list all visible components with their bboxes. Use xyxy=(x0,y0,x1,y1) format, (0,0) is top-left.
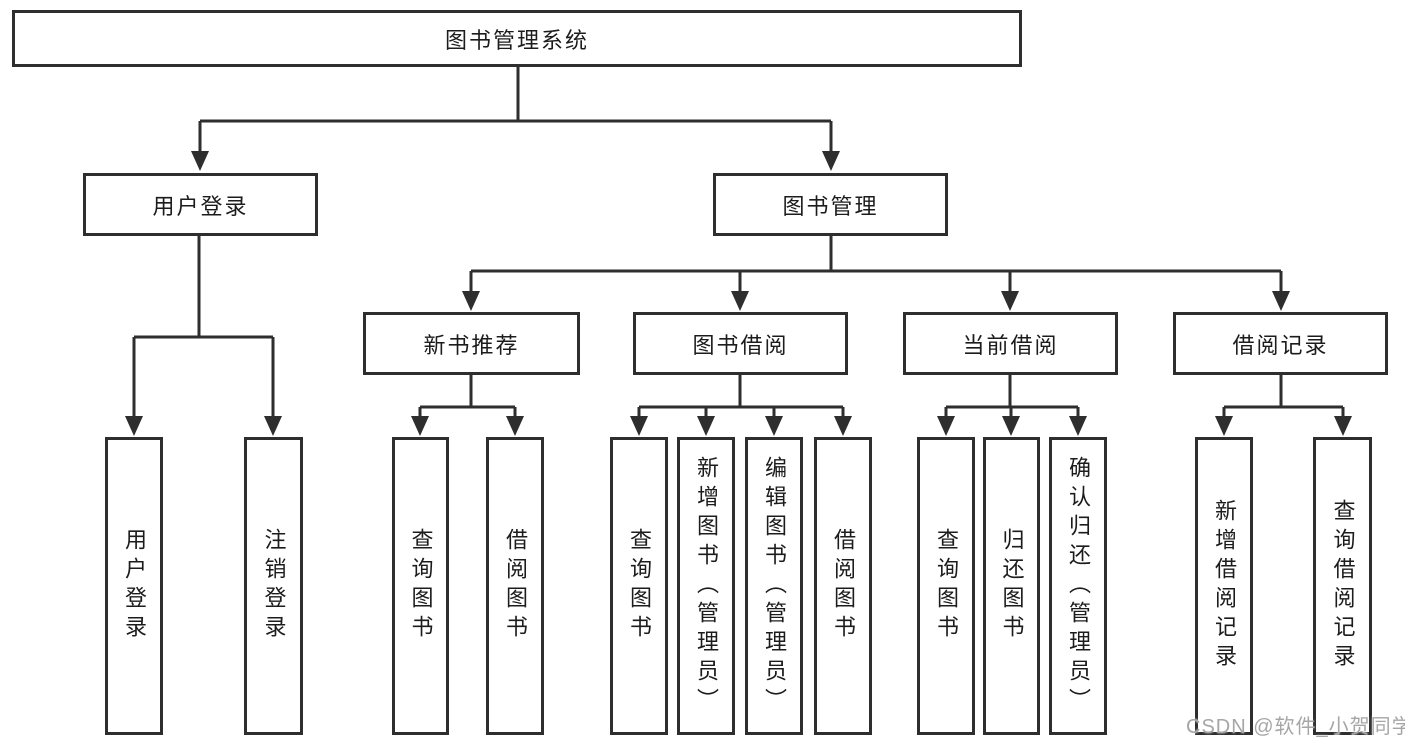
leaf-label: 用户登录 xyxy=(122,528,147,644)
node-book-management: 图书管理 xyxy=(713,173,948,236)
node-leaf-edit-book-admin: 编辑图书（管理员） xyxy=(745,437,803,735)
leaf-label: 借阅图书 xyxy=(831,528,856,644)
node-leaf-user-login: 用户登录 xyxy=(105,437,163,735)
node-leaf-query-book-3: 查询图书 xyxy=(917,437,975,735)
node-leaf-query-book-1: 查询图书 xyxy=(392,437,449,735)
node-leaf-confirm-return-admin: 确认归还（管理员） xyxy=(1049,437,1107,735)
node-user-login-module: 用户登录 xyxy=(83,173,318,236)
leaf-label: 查询借阅记录 xyxy=(1330,499,1356,673)
node-book-borrow: 图书借阅 xyxy=(633,312,848,375)
csdn-watermark: CSDN @软件_小贺同学 xyxy=(1186,716,1405,738)
node-borrow-records: 借阅记录 xyxy=(1173,312,1388,375)
leaf-label: 新增借阅记录 xyxy=(1212,499,1237,673)
node-leaf-query-book-2: 查询图书 xyxy=(610,437,668,735)
node-library-system: 图书管理系统 xyxy=(12,10,1022,67)
node-leaf-borrow-book-2: 借阅图书 xyxy=(814,437,872,735)
node-leaf-add-borrow-record: 新增借阅记录 xyxy=(1195,437,1253,735)
leaf-label: 查询图书 xyxy=(408,528,434,644)
node-new-book-recommend: 新书推荐 xyxy=(363,312,580,375)
leaf-label: 查询图书 xyxy=(934,528,959,644)
leaf-label: 注销登录 xyxy=(261,528,287,644)
node-leaf-borrow-book-1: 借阅图书 xyxy=(486,437,544,735)
leaf-label: 归还图书 xyxy=(999,528,1025,644)
leaf-label: 编辑图书（管理员） xyxy=(762,455,787,717)
leaf-label: 查询图书 xyxy=(627,528,652,644)
leaf-label: 借阅图书 xyxy=(503,528,528,644)
leaf-label: 确认归还（管理员） xyxy=(1066,455,1091,717)
node-leaf-logout: 注销登录 xyxy=(244,437,303,735)
leaf-label: 新增图书（管理员） xyxy=(694,455,719,717)
node-leaf-return-book: 归还图书 xyxy=(983,437,1040,735)
node-leaf-query-borrow-record: 查询借阅记录 xyxy=(1313,437,1372,735)
node-current-borrow: 当前借阅 xyxy=(903,312,1118,375)
node-leaf-add-book-admin: 新增图书（管理员） xyxy=(677,437,735,735)
